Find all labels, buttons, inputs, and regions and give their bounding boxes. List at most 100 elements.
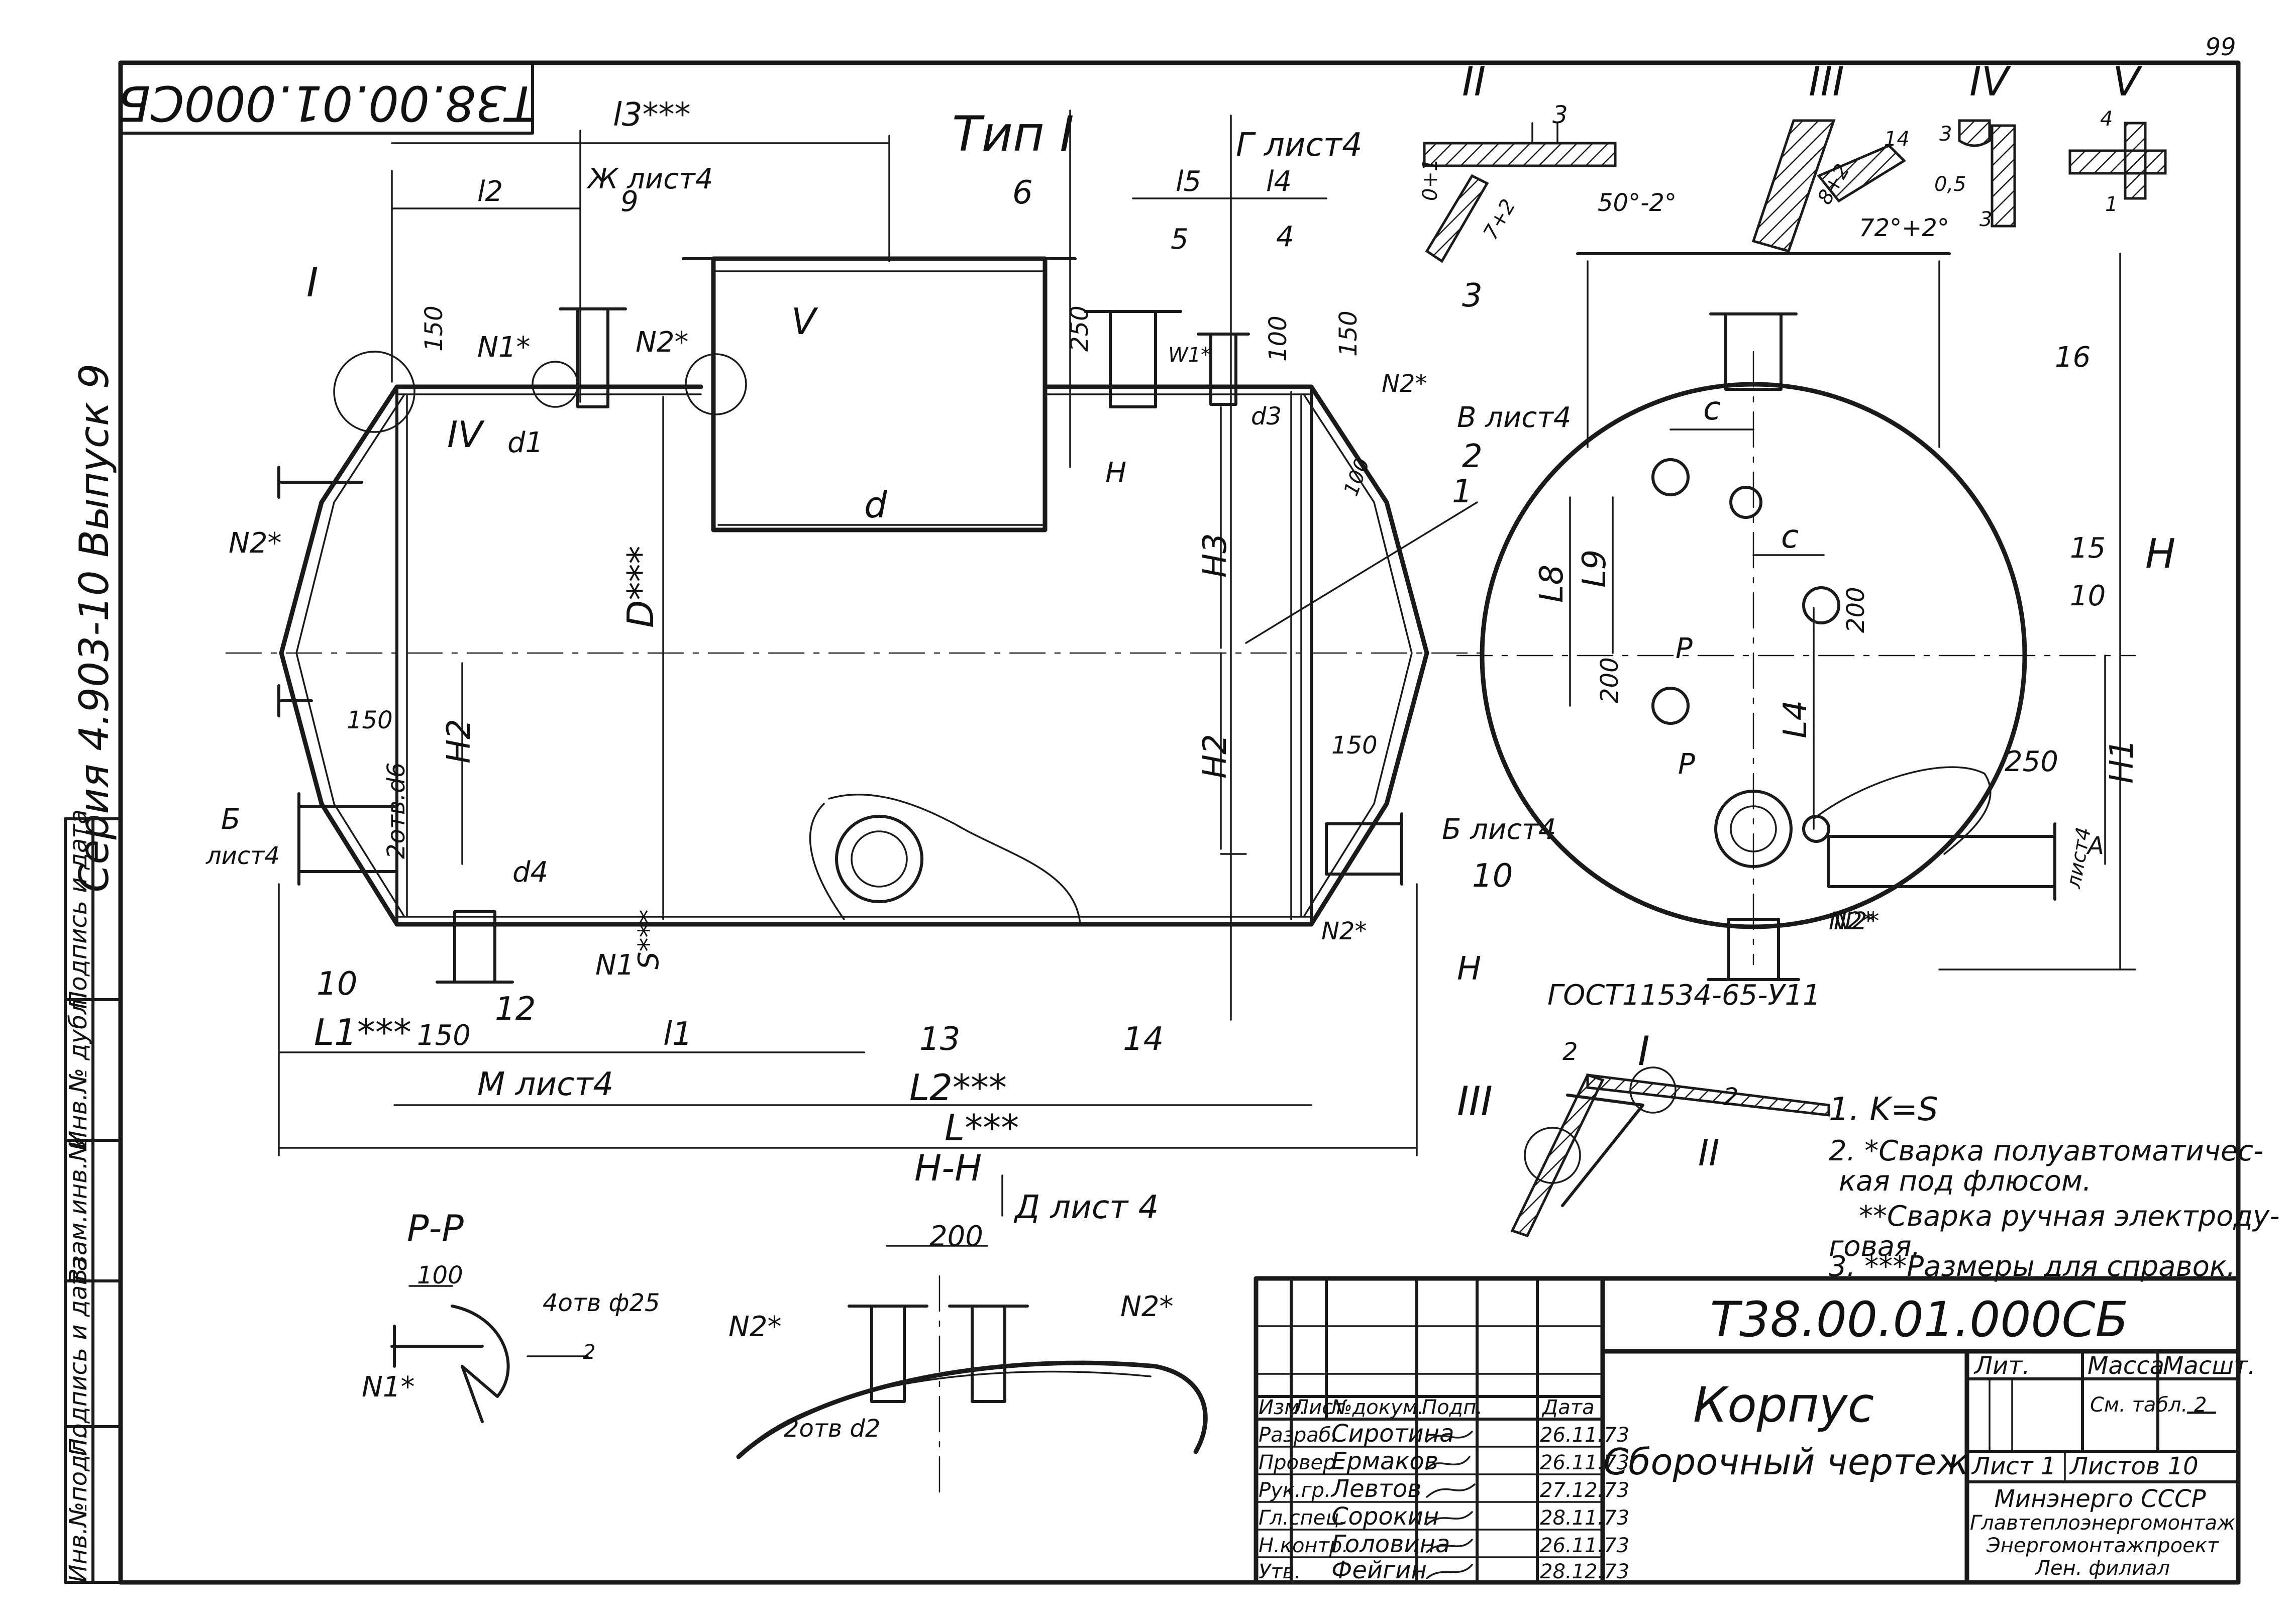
dim-150e: 150: [417, 1019, 471, 1052]
detail-IV: [1958, 119, 2016, 228]
callout-H: Н: [1457, 950, 1481, 988]
weld-n1a: N1*: [477, 331, 531, 364]
dim-250a: 250: [1066, 305, 1094, 352]
tb-role-2: Рук.гр.: [1259, 1479, 1331, 1502]
dim-S: S***: [633, 909, 665, 969]
weld-n2d: N2*: [1321, 917, 1367, 945]
pos-16: 16: [2055, 341, 2091, 374]
tb-name2: Сборочный чертеж: [1603, 1441, 1969, 1483]
pos-3: 3: [1462, 277, 1483, 314]
sheet-ref-g: Г лист4: [1236, 127, 1363, 164]
detail-IV-3b: 3: [1979, 208, 1992, 231]
tb-name-5: Фейгин: [1331, 1556, 1427, 1584]
pos-9: 9: [620, 185, 639, 218]
callout-II-detail-ref: II: [1698, 1132, 1719, 1174]
side-label-3: Инв.№ дубл.: [64, 991, 92, 1148]
dim-150c: 150: [347, 706, 393, 734]
detail-III: [1751, 119, 1907, 253]
dim-l5: l5: [1176, 165, 1201, 198]
tb-date-3: 28.11.73: [1540, 1506, 1629, 1530]
section-hh-200: 200: [929, 1220, 983, 1253]
callout-IV-detail: IV: [1969, 58, 2012, 105]
callout-III-detail-ref: III: [1457, 1078, 1493, 1125]
section-hh-holes: 2отв d2: [784, 1415, 880, 1443]
detail-II: [1423, 122, 1617, 263]
tb-scale-val: —: [2185, 1392, 2218, 1430]
dim-d: d: [864, 484, 888, 526]
tb-role-1: Провер.: [1259, 1451, 1342, 1474]
section-pp-v2: 2: [583, 1341, 595, 1364]
dim-holes: 2отв.d6: [382, 763, 410, 859]
vessel-end-view: [1456, 252, 2136, 981]
title-block: [1254, 1276, 2241, 1585]
tb-col-date: Дата: [1541, 1396, 1595, 1419]
callout-II: II: [1462, 58, 1486, 105]
sheet-ref-zh: Ж лист4: [586, 163, 713, 195]
dim-l3: l3***: [613, 96, 691, 134]
dim-H3: H3: [1197, 533, 1234, 578]
dim-150b: 150: [1334, 310, 1363, 357]
sheet-ref-b-left: Б: [221, 803, 240, 836]
dim-H2b: H2: [1197, 734, 1234, 779]
callout-H-bottom: Н: [1105, 457, 1126, 489]
pos-1: 1: [1452, 473, 1473, 510]
dim-100a: 100: [1264, 315, 1292, 362]
end-dim-200a: 200: [1596, 657, 1624, 703]
section-pp-title: Р-Р: [407, 1207, 464, 1249]
end-dim-L4: L4: [1777, 700, 1814, 738]
tb-col-list: Лист: [1293, 1396, 1345, 1419]
dim-150a: 150: [420, 305, 448, 352]
detail-II-0: 0+1: [1419, 159, 1442, 201]
tb-role-3: Гл.спец.: [1259, 1506, 1345, 1530]
gost-ref: ГОСТ11534-65-У11: [1547, 979, 1821, 1012]
tb-mass: Масса: [2088, 1352, 2164, 1380]
side-label-1: Подпись и дата: [64, 1256, 92, 1456]
tb-scale: Масшт.: [2163, 1352, 2255, 1380]
section-hh: [736, 1174, 1208, 1498]
tb-date-4: 26.11.73: [1540, 1534, 1629, 1557]
weld-n1b: N1: [595, 949, 635, 982]
callout-V: V: [791, 300, 818, 343]
detail-II-3: 3: [1552, 101, 1568, 129]
tb-org4: Лен. филиал: [2034, 1557, 2170, 1580]
sheet-ref-m: М лист4: [477, 1066, 613, 1103]
weld-n1d: W1*: [1168, 344, 1211, 367]
stamp-code: Т38.00.01.000СБ: [118, 75, 536, 131]
side-label-0: Инв.№подл.: [64, 1432, 92, 1583]
detail-V-1: 1: [2105, 193, 2118, 216]
section-pp-mark: N1*: [362, 1371, 415, 1404]
end-dim-H: H: [2145, 530, 2175, 577]
callout-I: I: [306, 259, 319, 306]
end-dim-c2: c: [1781, 518, 1799, 556]
end-p-top: Р: [1676, 632, 1693, 665]
detail-II-7: 7+2: [1479, 195, 1520, 244]
sheet-ref-b-left2: лист4: [205, 842, 280, 870]
weld-n2b: N2*: [229, 527, 282, 560]
vessel-main-view: [225, 256, 1488, 984]
callout-III: III: [1809, 58, 1844, 105]
end-dim-H1: H1: [2104, 739, 2141, 784]
sheet-ref-v: В лист4: [1457, 401, 1571, 434]
side-label-4: Подпись и дата: [64, 809, 92, 1009]
stamp-box: [119, 61, 534, 135]
tb-name-1: Ермаков: [1331, 1447, 1438, 1475]
detail-IV-05: 0,5: [1934, 173, 1966, 196]
dim-L2: L2***: [909, 1066, 1007, 1109]
tb-code: Т38.00.01.000СБ: [1710, 1291, 2129, 1348]
detail-V-4: 4: [2100, 107, 2113, 131]
section-pp-100: 100: [417, 1261, 463, 1289]
signatures: [1426, 1431, 1476, 1579]
pos-14: 14: [1123, 1021, 1164, 1058]
callout-V-detail: V: [2113, 58, 2143, 105]
tb-role-0: Разраб.: [1259, 1424, 1337, 1447]
end-weld-n2: N2*: [1829, 907, 1874, 935]
pos-6: 6: [1012, 174, 1033, 211]
outer-frame: [118, 60, 2241, 1585]
tb-org1: Минэнерго СССР: [1994, 1485, 2206, 1513]
section-hh-title: Н-Н: [914, 1147, 982, 1189]
note-2b: кая под флюсом.: [1839, 1165, 2092, 1198]
tb-date-1: 26.11.73: [1540, 1451, 1629, 1474]
tb-name1: Корпус: [1693, 1377, 1874, 1433]
note-2a: 2. *Сварка полуавтоматичес-: [1829, 1135, 2263, 1167]
